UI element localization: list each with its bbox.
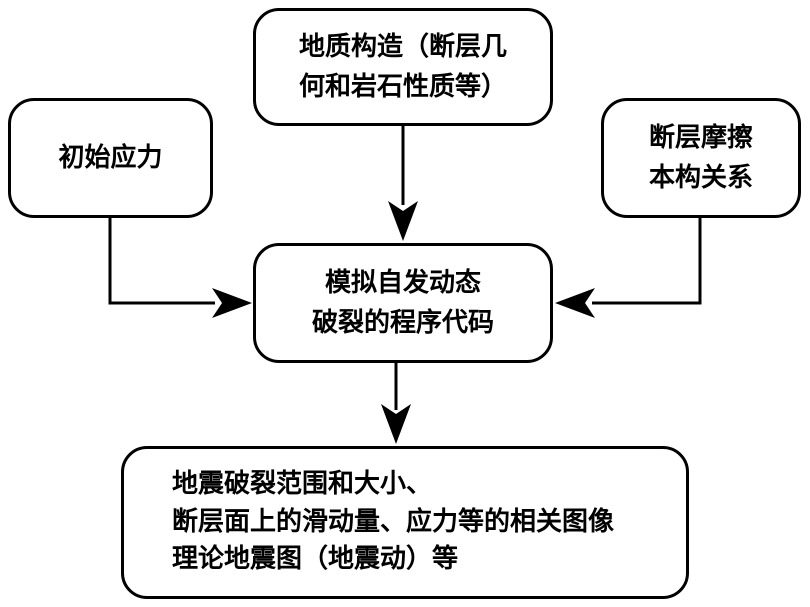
node-initial-stress: 初始应力 — [8, 98, 213, 218]
node-fault-friction-line-1: 断层摩擦 — [648, 122, 753, 153]
node-results-line-1: 地震破裂范围和大小、 — [172, 468, 433, 499]
arrowhead-down-icon — [388, 201, 418, 241]
node-results-line-2: 断层面上的滑动量、应力等的相关图像 — [172, 506, 615, 537]
node-initial-stress-line-1: 初始应力 — [58, 142, 163, 173]
node-geology-line-2: 何和岩石性质等） — [298, 72, 507, 102]
node-simulation-code-line-1: 模拟自发动态 — [324, 267, 481, 298]
edge-friction-to-code — [592, 218, 702, 305]
node-results-line-3: 理论地震图（地震动）等 — [172, 544, 459, 575]
node-fault-friction: 断层摩擦 本构关系 — [601, 98, 801, 218]
edge-initial-stress-to-code — [108, 218, 215, 305]
node-simulation-code-line-2: 破裂的程序代码 — [311, 308, 494, 338]
arrowhead-left-icon — [555, 288, 595, 318]
node-geology-line-1: 地质构造（断层几 — [298, 31, 507, 62]
arrowhead-right-icon — [212, 288, 252, 318]
node-fault-friction-line-2: 本构关系 — [648, 163, 753, 193]
arrowhead-down-icon — [381, 404, 411, 444]
node-geology: 地质构造（断层几 何和岩石性质等） — [253, 8, 553, 126]
node-simulation-code: 模拟自发动态 破裂的程序代码 — [253, 243, 553, 363]
node-results: 地震破裂范围和大小、 断层面上的滑动量、应力等的相关图像 理论地震图（地震动）等 — [121, 446, 689, 599]
